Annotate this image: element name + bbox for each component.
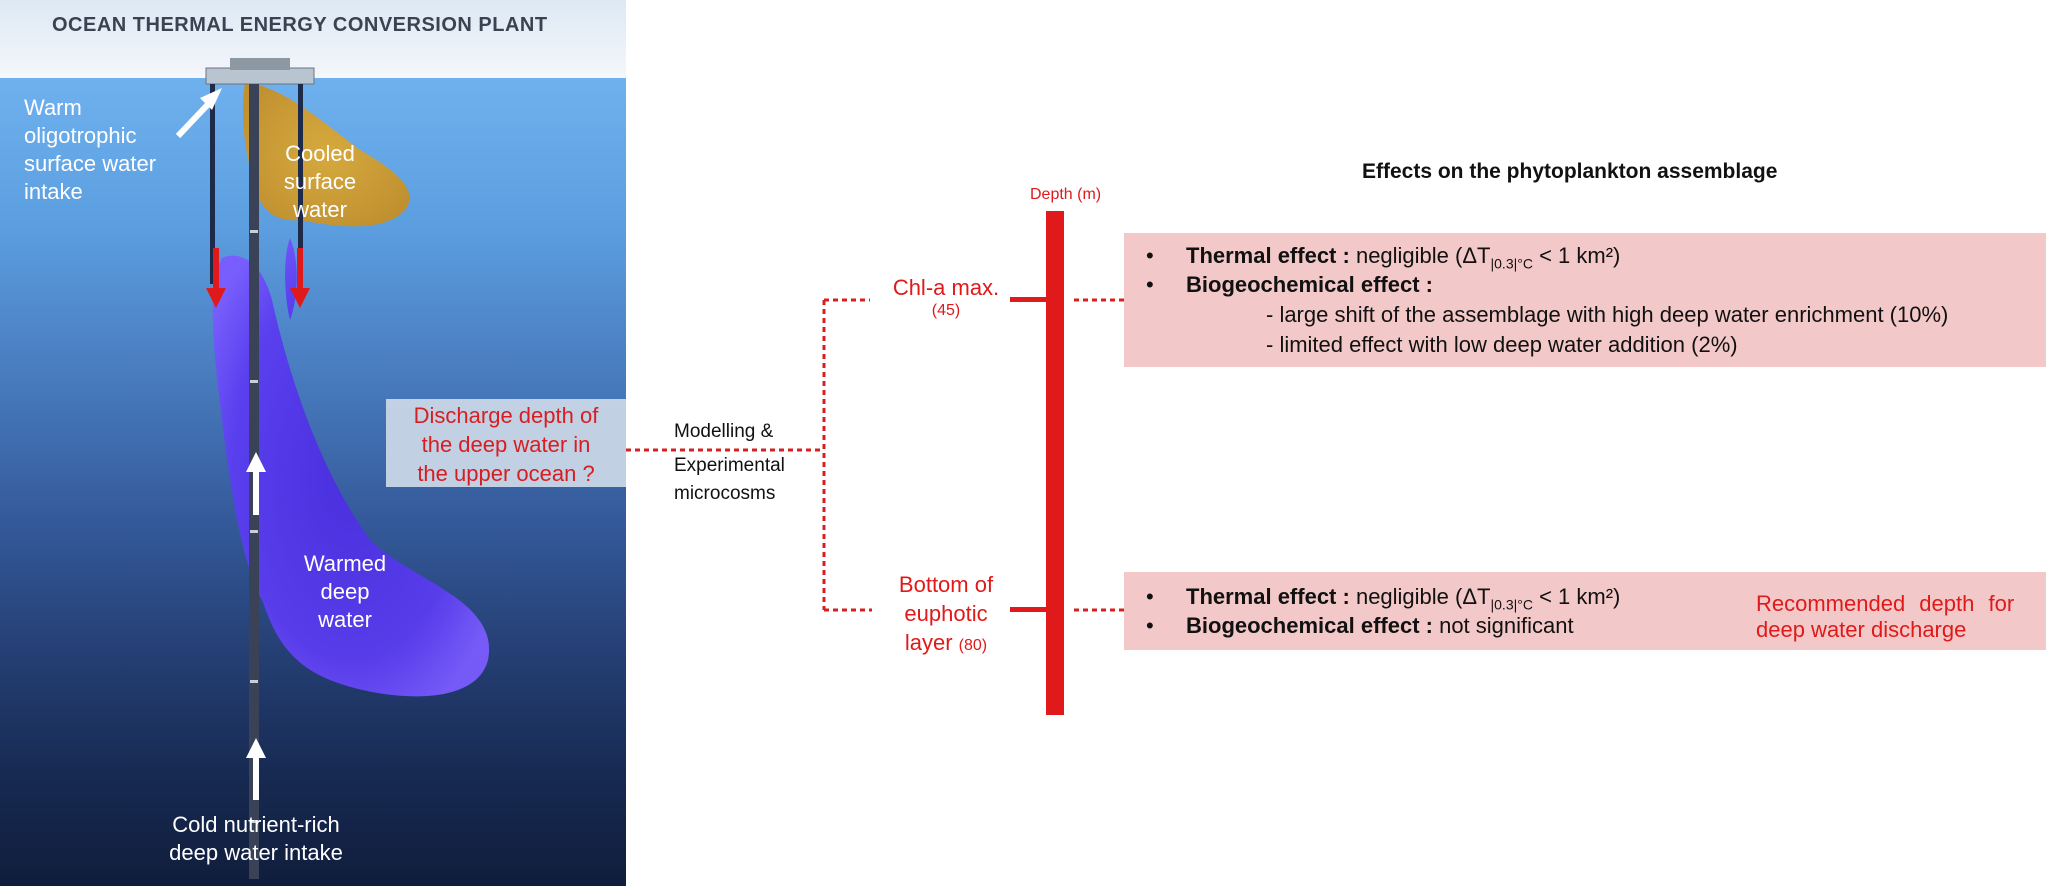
cooled-line-2: surface (283, 169, 357, 194)
warm-intake-line-3: surface water (24, 151, 157, 176)
depth-axis-bar (1046, 211, 1064, 715)
pipe-segments (250, 230, 258, 823)
method-line-3: microcosms (674, 483, 776, 504)
cold-intake-label: Cold nutrient-rich deep water intake (140, 811, 372, 867)
thermal-effect-line-1: Thermal effect : negligible (ΔT|0.3|°C <… (1186, 243, 1620, 271)
chla-level-label: Chl-a max. (45) (866, 274, 1026, 320)
platform-structure (230, 58, 290, 70)
method-line-1: Modelling & (674, 421, 774, 442)
warmed-line-3: water (318, 607, 372, 632)
warm-intake-line-2: oligotrophic (24, 123, 137, 148)
method-line-2: Experimental (674, 455, 785, 476)
thermal-text-post-1: < 1 km²) (1532, 243, 1621, 268)
discharge-arrow-right (290, 248, 310, 308)
cooled-line-1: Cooled (285, 141, 355, 166)
thermal-label-2: Thermal effect : (1186, 584, 1350, 609)
cooled-line-3: water (293, 197, 347, 222)
warmed-deep-water-label: Warmed deep water (290, 550, 400, 634)
thermal-label-1: Thermal effect : (1186, 243, 1350, 268)
recommend-line-1: Recommended depth for (1756, 591, 2015, 616)
sky-band (0, 0, 626, 78)
left-leg (210, 84, 215, 284)
recommend-line-2: deep water discharge (1756, 617, 1967, 642)
cold-intake-line-1: Cold nutrient-rich (172, 812, 340, 837)
plant-title: OCEAN THERMAL ENERGY CONVERSION PLANT (52, 14, 548, 36)
depth-tick-chla (1010, 297, 1048, 302)
cold-intake-line-2: deep water intake (169, 840, 343, 865)
warmed-deep-water-plume (212, 238, 490, 697)
discharge-arrow-left (206, 248, 226, 308)
euphotic-line-3-text: layer (904, 630, 953, 655)
thermal-text-post-2: < 1 km²) (1532, 584, 1621, 609)
effects-box-chla: • Thermal effect : negligible (ΔT|0.3|°C… (1124, 233, 2046, 367)
warm-intake-line-1: Warm (24, 95, 82, 120)
chla-depth: (45) (931, 302, 961, 319)
depth-axis-label: Depth (m) (1030, 186, 1102, 203)
thermal-effect-line-2: Thermal effect : negligible (ΔT|0.3|°C <… (1186, 584, 1620, 612)
thermal-sub-1: |0.3|°C (1490, 255, 1533, 272)
cold-intake-arrow-lower (246, 738, 266, 800)
bio-effect-line-2: Biogeochemical effect : not significant (1186, 613, 1574, 639)
bullet-3: • (1146, 584, 1154, 609)
bio-label-1: Biogeochemical effect : (1186, 272, 1433, 297)
euphotic-depth: (80) (958, 637, 988, 654)
warmed-line-1: Warmed (303, 551, 387, 576)
euphotic-line-3: layer (80) (866, 628, 1026, 660)
warm-intake-label: Warm oligotrophic surface water intake (24, 94, 156, 206)
euphotic-line-1: Bottom of (898, 572, 994, 597)
discharge-question-box: Discharge depth of the deep water in the… (386, 399, 626, 487)
depth-tick-bottom (1010, 607, 1048, 612)
effects-heading: Effects on the phytoplankton assemblage (1362, 160, 1778, 183)
bullet-1: • (1146, 243, 1154, 268)
right-leg (298, 84, 303, 284)
euphotic-line-2: euphotic (904, 601, 988, 626)
bio-effect-line-1: Biogeochemical effect : (1186, 272, 1433, 298)
effects-box-euphotic: • Thermal effect : negligible (ΔT|0.3|°C… (1124, 572, 2046, 650)
cold-intake-arrow-upper (246, 452, 266, 515)
thermal-text-pre-1: negligible (ΔT (1355, 243, 1491, 268)
thermal-sub-2: |0.3|°C (1490, 596, 1533, 613)
cooled-water-plume (242, 82, 410, 227)
thermal-text-pre-2: negligible (ΔT (1355, 584, 1491, 609)
recommend-label: Recommended depth for deep water dischar… (1756, 591, 2014, 643)
method-label: Modelling & Experimental microcosms (674, 418, 785, 508)
question-line-1: Discharge depth of (413, 403, 599, 428)
bio-sub-2: - limited effect with low deep water add… (1266, 332, 1738, 357)
bio-label-2: Biogeochemical effect : (1186, 613, 1433, 638)
bio-text-2: not significant (1439, 613, 1574, 638)
bio-sub-1: - large shift of the assemblage with hig… (1266, 302, 1949, 327)
chla-name: Chl-a max. (892, 275, 1000, 300)
warmed-line-2: deep (320, 579, 370, 604)
question-line-2: the deep water in (421, 432, 591, 457)
warm-intake-line-4: intake (24, 179, 83, 204)
euphotic-level-label: Bottom of euphotic layer (80) (866, 570, 1026, 660)
bullet-2: • (1146, 272, 1154, 297)
question-line-3: the upper ocean ? (417, 461, 595, 486)
warm-intake-arrow (175, 88, 222, 139)
bullet-4: • (1146, 613, 1154, 638)
cooled-water-label: Cooled surface water (270, 140, 370, 224)
